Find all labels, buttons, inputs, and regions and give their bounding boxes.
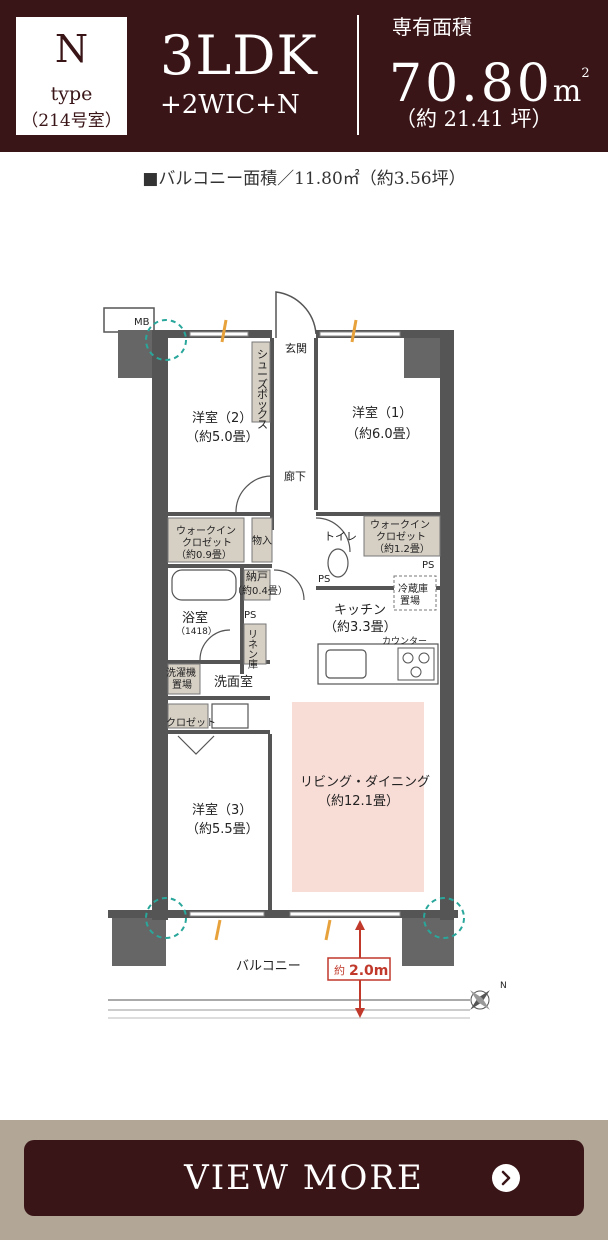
chevron-right-icon (492, 1164, 520, 1192)
balcony-area-note: ■バルコニー面積／11.80㎡（約3.56坪） (142, 169, 466, 189)
balcony-label: バルコニー (236, 959, 301, 974)
wic1-sub: クロゼット (182, 537, 232, 549)
depth-prefix: 約 (334, 963, 345, 977)
senmen-label: 洗面室 (214, 674, 253, 690)
header-divider (357, 15, 359, 135)
pillar-top-left (118, 330, 154, 378)
layout-subtitle: +2WIC+N (160, 90, 300, 120)
window-bottom-2 (289, 911, 401, 917)
kitchen-name: キッチン (334, 603, 386, 618)
compass-icon (470, 990, 490, 1010)
header-bar: N type （214号室） 3LDK +2WIC+N 専有面積 70.80m2… (0, 0, 608, 152)
vent-markers (214, 319, 358, 941)
linen-label: リ ネ ン 庫 (248, 630, 261, 671)
depth-badge (327, 957, 391, 981)
storage-areas (167, 341, 441, 729)
kitchen-size: （約3.3畳） (324, 620, 397, 635)
area-unit-superscript: 2 (581, 66, 593, 81)
kitchen-sink (325, 649, 367, 679)
mb-box (103, 307, 155, 333)
closet-label: クロゼット (166, 717, 216, 729)
bottom-wall (108, 910, 458, 918)
view-more-label: VIEW MORE (184, 1158, 424, 1198)
room1-name: 洋室（1） (352, 405, 412, 421)
compass-north: N (500, 981, 507, 991)
fridge-label-1: 冷蔵庫 (398, 582, 428, 595)
interior-doors (177, 475, 351, 755)
wic2-name: ウォークイン (370, 519, 430, 531)
area-label: 専有面積 (392, 15, 472, 39)
outer-wall-right (440, 330, 454, 920)
view-more-button[interactable]: VIEW MORE (24, 1140, 584, 1216)
washer-label-2: 置場 (172, 678, 192, 691)
area-tsubo: （約 21.41 坪） (395, 107, 553, 131)
ac-markers (145, 319, 465, 939)
toilet-fixture (327, 548, 349, 578)
wic1-name: ウォークイン (176, 525, 236, 537)
type-word: type (50, 83, 93, 105)
depth-arrow-bottom (355, 1008, 365, 1018)
depth-arrow-top (355, 920, 365, 930)
layout-title: 3LDK (160, 24, 318, 87)
bath-name: 浴室 (182, 610, 208, 626)
footer: VIEW MORE (0, 1120, 608, 1240)
room-number: （214号室） (21, 111, 122, 131)
fridge-space (393, 575, 437, 611)
ld-name: リビング・ダイニング (300, 775, 430, 790)
washbasin (211, 703, 249, 729)
room1-size: （約6.0畳） (346, 427, 419, 442)
bath-size: （1418） (176, 626, 217, 637)
bathtub (171, 569, 237, 601)
nando-size: （約0.4畳） (232, 584, 288, 597)
room2-name: 洋室（2） (192, 410, 252, 426)
counter-label: カウンター (382, 636, 427, 647)
wic1-size: （約0.9畳） (176, 548, 232, 561)
mb-label: MB (134, 317, 150, 328)
floor-plan: MB (103, 291, 507, 1019)
window-top-1 (189, 331, 249, 337)
genkan-label: 玄関 (285, 341, 307, 355)
window-bottom-1 (189, 911, 265, 917)
area-number: 70.80 (389, 54, 553, 114)
shoes-box-label: シ ュ ー ズ ボ ッ ク ス (257, 348, 272, 431)
pillar-bottom-right (402, 916, 454, 966)
room3-name: 洋室（3） (192, 802, 252, 818)
monoire-label: 物入 (252, 534, 272, 547)
outer-wall-left (152, 330, 168, 920)
living-dining-area (292, 702, 424, 892)
interior-walls (168, 338, 440, 914)
room3-size: （約5.5畳） (186, 822, 259, 837)
window-top-2 (319, 331, 401, 337)
type-letter: N (54, 27, 89, 71)
wic2-size: （約1.2畳） (374, 542, 430, 555)
toilet-label: トイレ (324, 530, 357, 543)
type-badge: N type （214号室） (16, 17, 127, 135)
ps-label-2: PS (422, 560, 434, 571)
area-value: 70.80m2 (389, 46, 593, 120)
corridor-label: 廊下 (284, 469, 306, 483)
stove (397, 647, 435, 681)
depth-value: 2.0m (349, 963, 388, 979)
room2-size: （約5.0畳） (186, 430, 259, 445)
washer-label-1: 洗濯機 (166, 666, 196, 679)
ps-label-1: PS (318, 574, 330, 585)
wic2-sub: クロゼット (376, 531, 426, 543)
ps-label-3: PS (244, 610, 256, 621)
fridge-label-2: 置場 (400, 594, 420, 607)
entrance-door (275, 291, 317, 338)
area-unit: m (552, 74, 582, 109)
pillar-bottom-left (112, 916, 166, 966)
ld-size: （約12.1畳） (318, 794, 399, 809)
nando-name: 納戸 (246, 570, 268, 583)
